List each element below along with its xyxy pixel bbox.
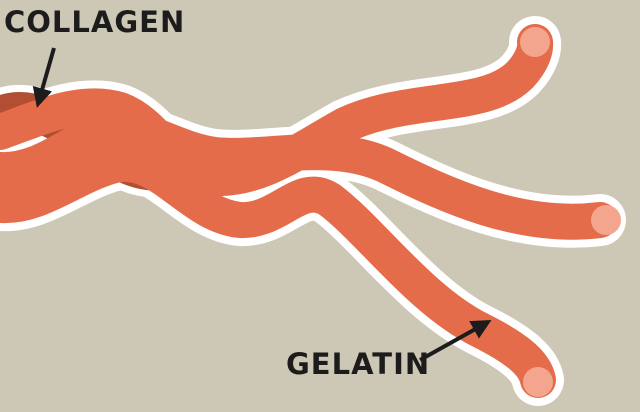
- strands: [0, 24, 618, 398]
- collagen-arrow: [32, 47, 56, 108]
- strand-tip-upper: [520, 27, 550, 57]
- collagen-label: COLLAGEN: [4, 5, 186, 39]
- strand-tip-middle: [591, 205, 621, 235]
- gelatin-label: GELATIN: [286, 347, 431, 381]
- strand-tip-lower: [523, 367, 553, 397]
- gelatin-arrow: [419, 320, 492, 362]
- strand-tips: [520, 27, 621, 397]
- strand-middle: [0, 111, 618, 240]
